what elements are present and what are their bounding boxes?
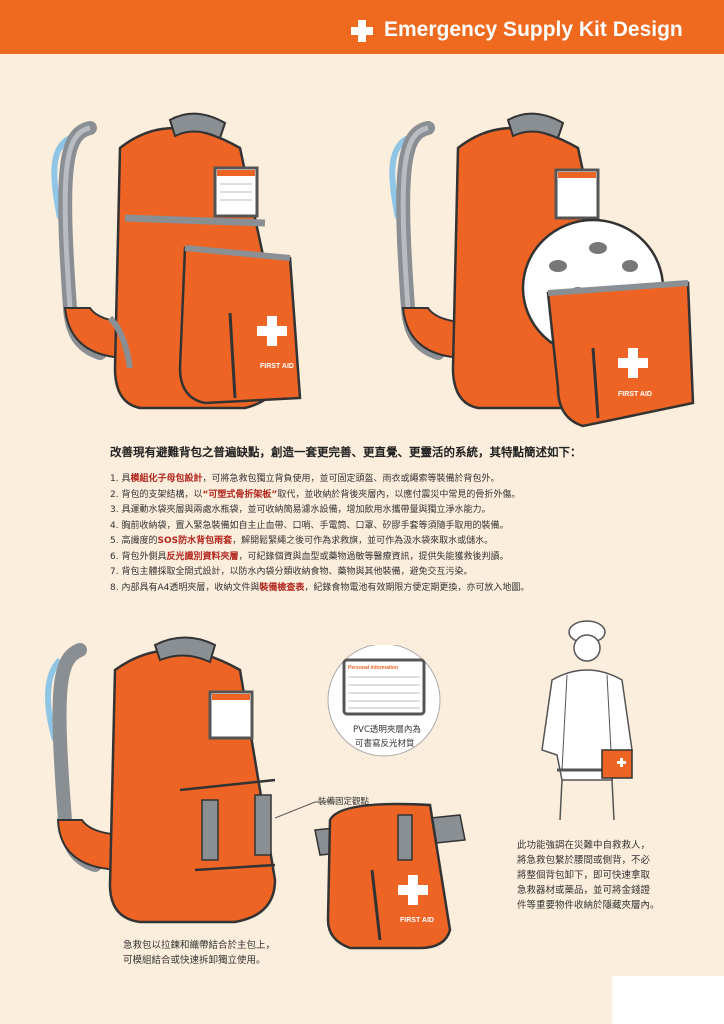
list-item: 4. 胸前收納袋，置入緊急裝備如自主止血帶、口哨、手電筒、口罩、矽膠手套等須隨手…	[110, 520, 509, 531]
feature-list: 1. 具模組化子母包設計，可將急救包獨立背負使用，並可固定頭盔、雨衣或繩索等裝備…	[110, 472, 529, 596]
first-aid-cross-icon	[351, 20, 373, 42]
leader-line	[275, 801, 335, 819]
list-item: 6. 背包外側具反光識別資料夾層，可紀錄個資與血型或藥物過敏等醫療資訊，提供失能…	[110, 551, 509, 562]
list-item: 1. 具模組化子母包設計，可將急救包獨立背負使用，並可固定頭盔、雨衣或繩索等裝備…	[110, 474, 500, 484]
page-title: Emergency Supply Kit Design	[384, 18, 683, 41]
backpack-icon: FIRST AID	[51, 112, 302, 410]
id-card-icon: Personal information	[327, 645, 441, 757]
intro-text: 改善現有避難背包之普遍缺點，創造一套更完善、更直覺、更靈活的系統，其特點簡述如下…	[110, 445, 582, 459]
backpack-icon	[45, 636, 277, 924]
corner-block	[612, 976, 724, 1024]
list-item: 5. 高識度的SOS防水背包雨套，解開鬆緊繩之後可作為求救旗，並可作為汲水袋來取…	[110, 536, 494, 546]
pvc-caption-2: 可書寫反光材質	[355, 739, 415, 749]
backpack-icon: FIRST AID	[389, 112, 695, 428]
svg-text:Personal information: Personal information	[348, 665, 398, 671]
mount-label: 裝備固定觀點	[318, 797, 370, 807]
bottom-left-caption: 急救包以拉鍊和織帶結合於主包上， 可模組結合或快速拆卸獨立使用。	[123, 940, 276, 966]
right-paragraph: 此功能強調在災難中自救救人， 將急救包繫於腰間或側背，不必 將整個背包卸下，即可…	[517, 840, 660, 911]
pvc-caption-1: PVC透明夾層內為	[353, 725, 421, 735]
list-item: 8. 內部具有A4透明夾層，收納文件與裝備檢查表，紀錄食物電池有效期限方便定期更…	[110, 582, 530, 593]
waist-pouch-icon: FIRST AID	[314, 802, 466, 950]
list-item: 2. 背包的支架結構，以“可塑式骨折架板”取代，並收納於背後夾層內，以應付震災中…	[110, 489, 521, 500]
svg-text:FIRST AID: FIRST AID	[618, 391, 652, 398]
list-item: 3. 具運動水袋夾層與兩處水瓶袋，並可收納簡易濾水設備，增加飲用水攜帶量與獨立淨…	[110, 505, 491, 515]
svg-text:FIRST AID: FIRST AID	[260, 363, 294, 370]
person-wearing-pouch-icon	[541, 620, 633, 820]
svg-text:FIRST AID: FIRST AID	[400, 917, 434, 924]
list-item: 7. 背包主體採取全開式設計，以防水內袋分類收納食物、藥物與其他裝備，避免交互污…	[110, 567, 473, 577]
